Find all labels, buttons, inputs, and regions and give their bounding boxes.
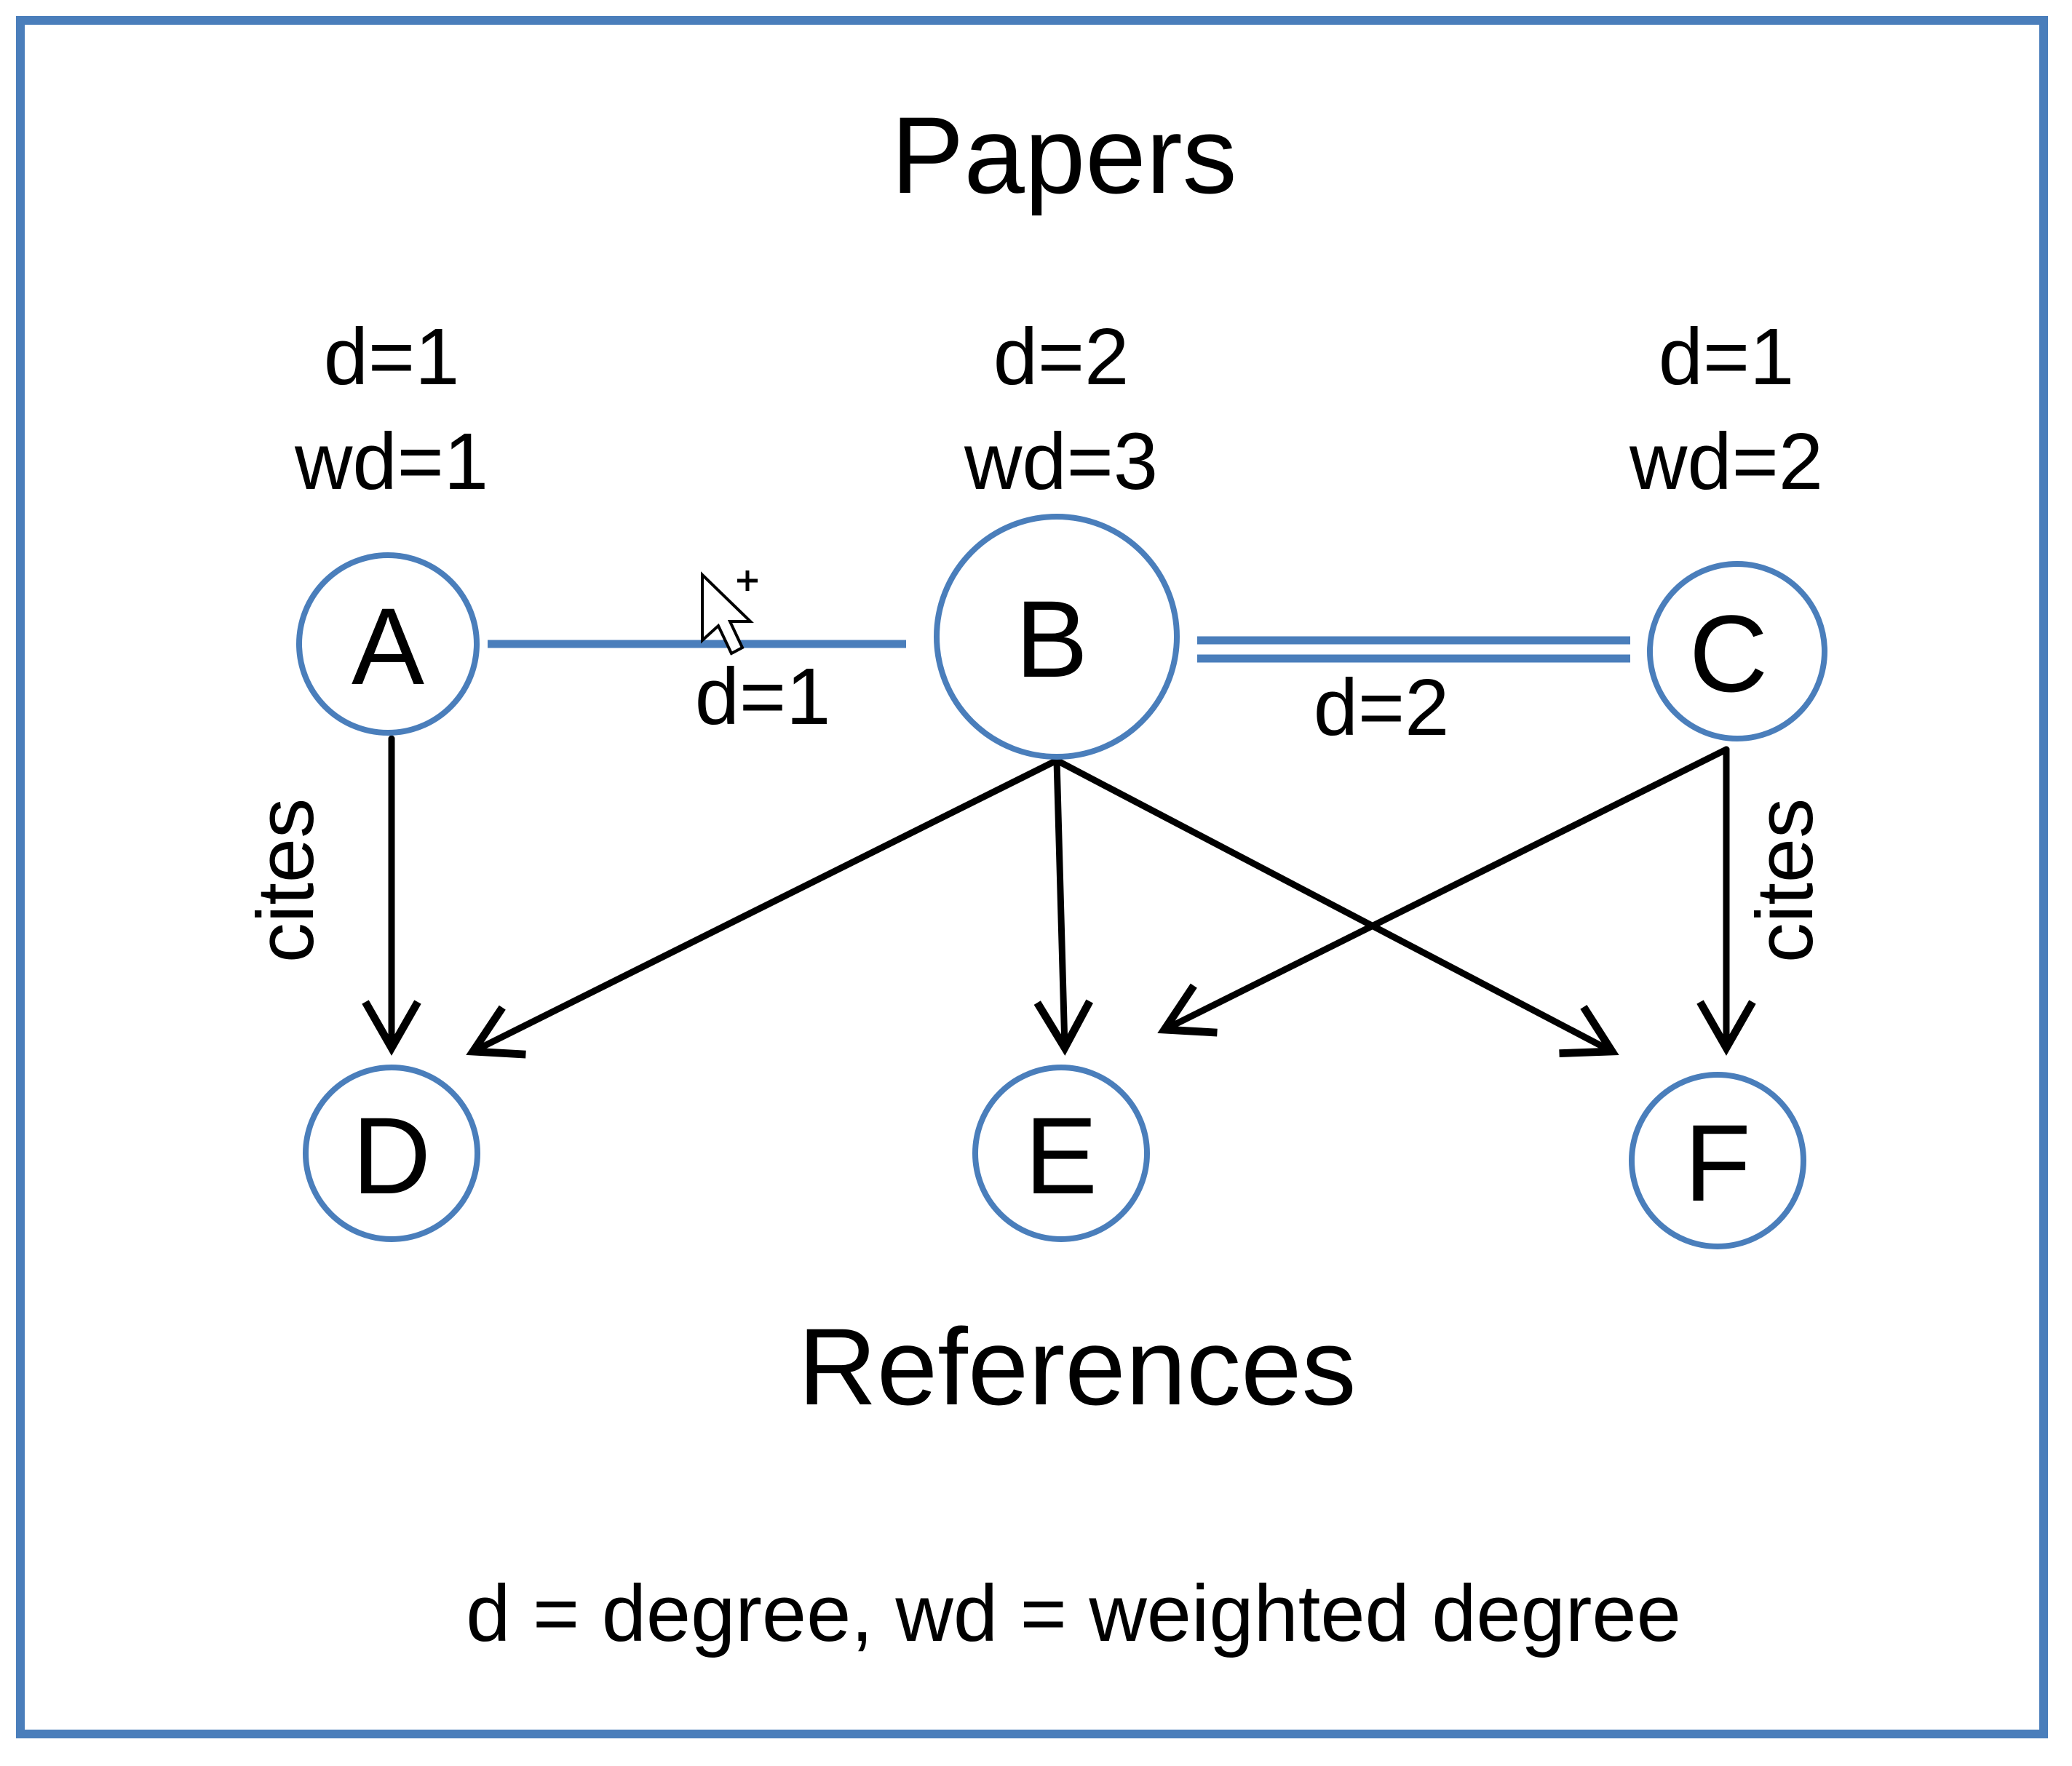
citation-b-e	[1033, 757, 1093, 1056]
cites-label-right: cites	[1740, 798, 1830, 963]
citation-b-f	[1053, 757, 1619, 1058]
paper-c-degree: d=1	[1659, 312, 1795, 402]
reference-node-f-label: F	[1684, 1102, 1751, 1224]
paper-node-b-circle	[934, 514, 1180, 760]
paper-node-b: B	[934, 514, 1180, 760]
paper-node-b-label: B	[1015, 578, 1088, 700]
paper-node-a-label: A	[352, 585, 424, 707]
paper-node-a: A	[296, 552, 480, 736]
reference-node-f-circle	[1629, 1072, 1806, 1249]
footnote: d = degree, wd = weighted degree	[466, 1569, 1681, 1658]
paper-a-degree: d=1	[324, 312, 460, 402]
reference-node-e: E	[972, 1065, 1150, 1242]
diagram-frame	[16, 16, 2048, 1738]
diagram-title: Papers	[891, 94, 1237, 216]
reference-node-d-circle	[303, 1065, 480, 1242]
paper-node-c-circle	[1647, 561, 1827, 741]
citation-b-d	[466, 757, 1060, 1059]
reference-node-e-circle	[972, 1065, 1150, 1242]
paper-a-weighted-degree: wd=1	[294, 417, 488, 506]
paper-node-a-circle	[296, 552, 480, 736]
paper-node-c: C	[1647, 561, 1827, 741]
reference-node-d-label: D	[352, 1094, 431, 1217]
paper-node-c-label: C	[1689, 592, 1768, 715]
edge-b-c-label: d=2	[1314, 663, 1450, 752]
paper-c-weighted-degree: wd=2	[1629, 417, 1823, 506]
reference-node-d: D	[303, 1065, 480, 1242]
mouse-cursor-icon	[701, 570, 758, 656]
edge-a-b-label: d=1	[695, 652, 831, 741]
citation-c-e	[1157, 746, 1730, 1037]
paper-b-degree: d=2	[993, 312, 1130, 402]
reference-node-f: F	[1629, 1072, 1806, 1249]
paper-b-weighted-degree: wd=3	[964, 417, 1158, 506]
reference-node-e-label: E	[1025, 1094, 1097, 1217]
cites-label-left: cites	[241, 798, 330, 963]
references-label: References	[798, 1305, 1356, 1428]
